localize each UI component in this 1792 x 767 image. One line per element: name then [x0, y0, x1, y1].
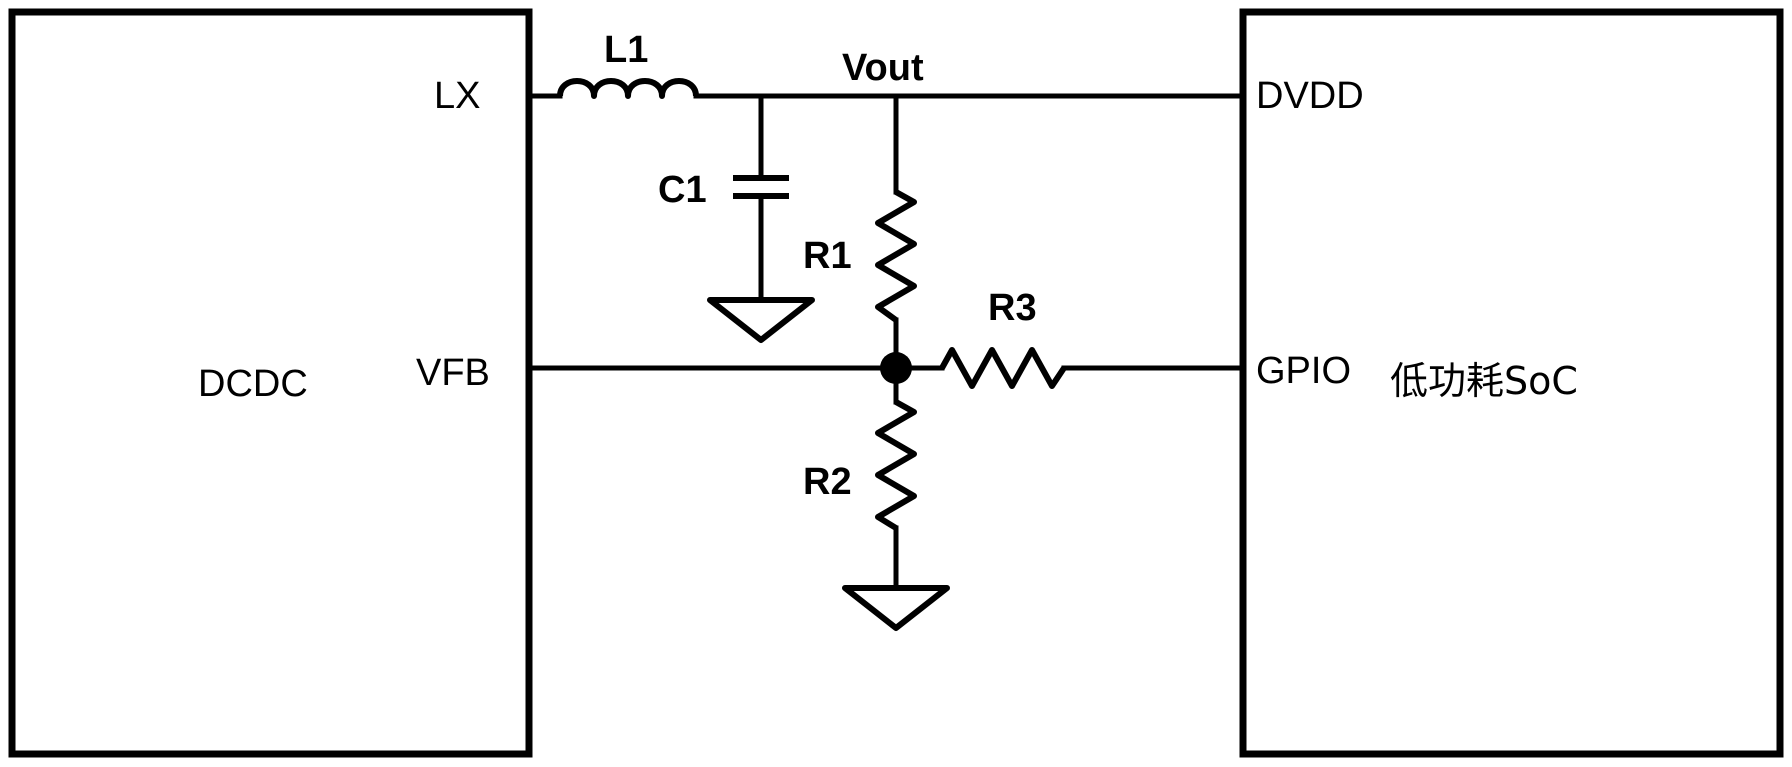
soc-block: DVDD GPIO 低功耗SoC [1239, 8, 1784, 758]
soc-box [1239, 8, 1784, 758]
resistor-r1-label: R1 [803, 235, 852, 277]
soc-label: 低功耗SoC [1390, 359, 1578, 403]
dcdc-pin-vfb: VFB [416, 352, 490, 394]
soc-pin-gpio: GPIO [1256, 350, 1351, 392]
resistor-r3-zigzag [939, 347, 1067, 389]
ground-triangle [842, 585, 950, 631]
resistor-r2-label: R2 [803, 461, 852, 503]
resistor-r2-zigzag [875, 399, 917, 531]
resistor-r3-label: R3 [988, 287, 1037, 329]
resistor-r1: R1 [803, 189, 917, 323]
vout-net-label: Vout [842, 47, 924, 89]
inductor-l1: L1 [557, 29, 699, 99]
resistor-r2: R2 [803, 399, 917, 531]
capacitor-label: C1 [658, 169, 707, 211]
inductor-coil [557, 78, 699, 99]
dcdc-block: DCDC LX VFB [8, 8, 533, 758]
dcdc-label: DCDC [198, 363, 308, 405]
ground-triangle [707, 297, 815, 343]
ground-symbol-r2 [842, 585, 950, 631]
capacitor-c1: C1 [658, 169, 789, 211]
junction-dot [880, 352, 912, 384]
inductor-label: L1 [604, 29, 648, 71]
dcdc-pin-lx: LX [434, 75, 480, 117]
dcdc-box [8, 8, 533, 758]
soc-pin-dvdd: DVDD [1256, 75, 1364, 117]
resistor-r1-zigzag [875, 189, 917, 323]
wires [526, 93, 1246, 591]
ground-symbol-c1 [707, 297, 815, 343]
resistor-r3: R3 [939, 287, 1067, 389]
